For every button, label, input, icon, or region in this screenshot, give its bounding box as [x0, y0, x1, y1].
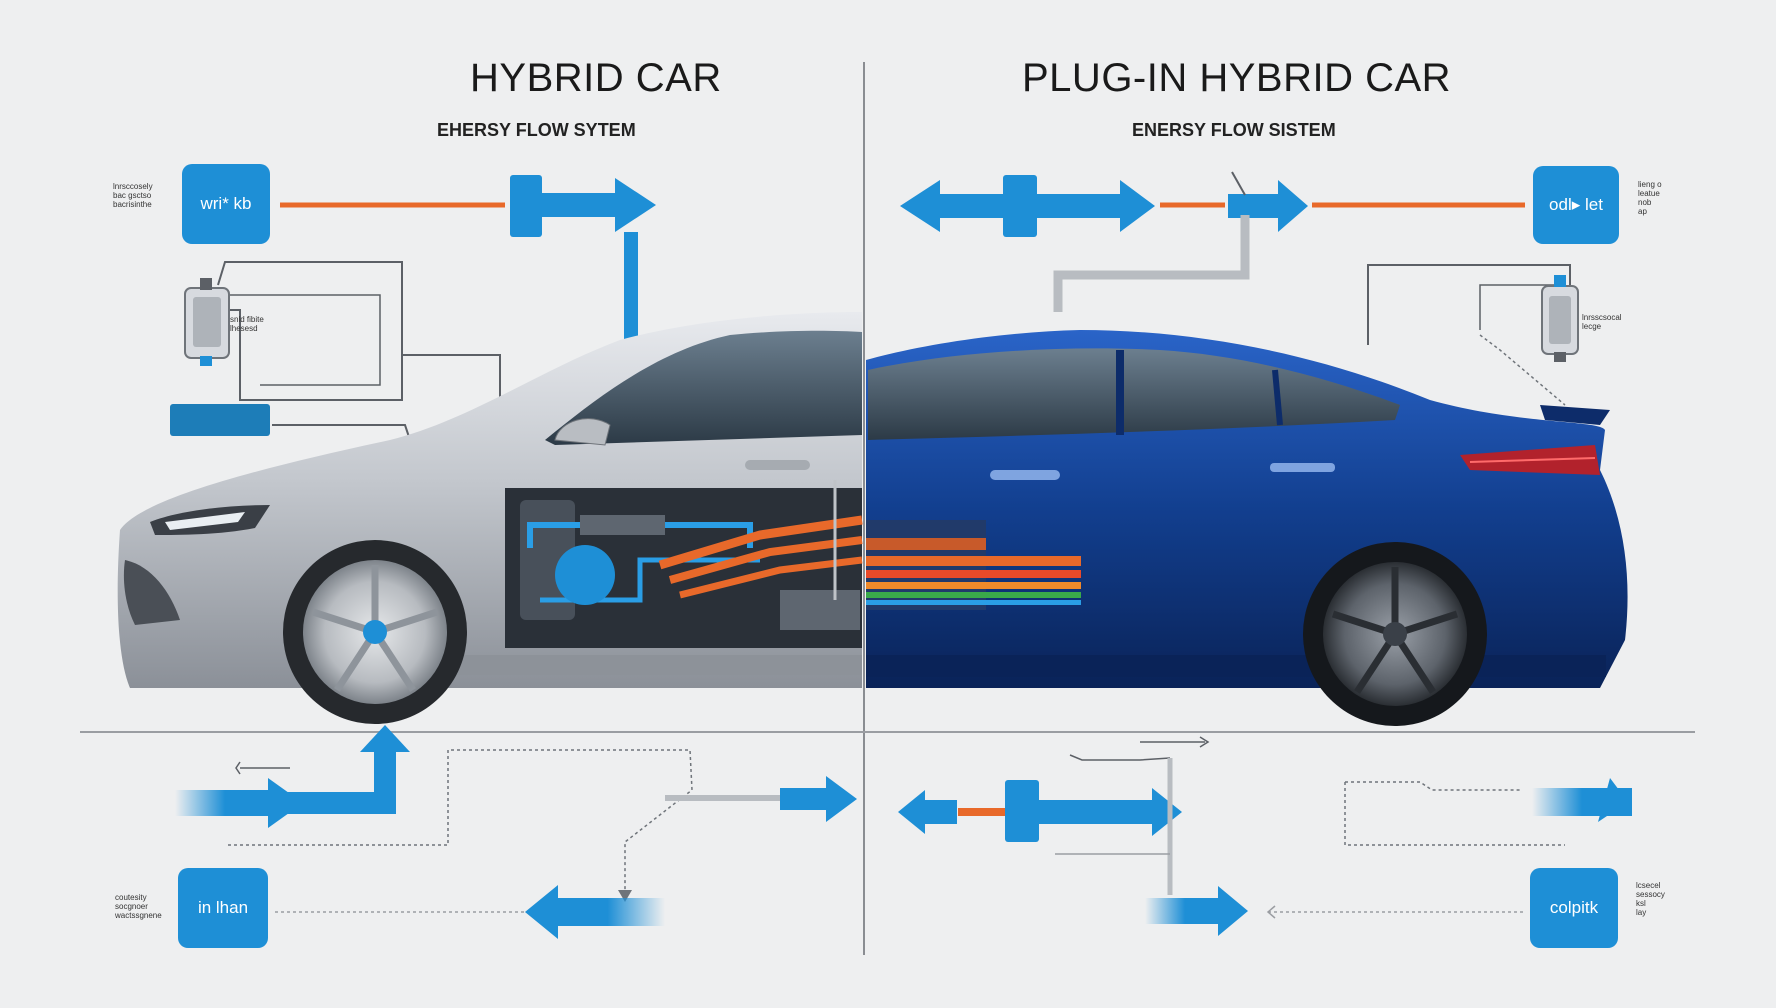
hybrid-subtitle: EHERSY FLOW SYTEM: [437, 120, 636, 140]
plugin-outlet-box: odl▸ let: [1533, 166, 1619, 244]
plugin-title: PLUG-IN HYBRID CAR: [1022, 56, 1452, 100]
plugin-top-note: lieng o leatue nob ap: [1638, 180, 1662, 216]
hybrid-top-note: lnrsccosely bac gsctso bacrisinthe: [113, 182, 153, 209]
hybrid-source-box: wri* kb: [182, 164, 270, 244]
hybrid-output-box: in lhan: [178, 868, 268, 948]
plugin-bottom-flows: [898, 736, 1632, 936]
hybrid-top-flows: [170, 175, 656, 441]
battery-module-icon: [1541, 275, 1579, 362]
hybrid-bottom-flows: [175, 725, 857, 939]
plugin-module-note: lnrsscsocal lecge: [1582, 313, 1622, 331]
plugin-car-illustration: [866, 330, 1628, 726]
battery-module-icon: [184, 278, 230, 366]
hybrid-title: HYBRID CAR: [470, 56, 722, 100]
plugin-bottom-note: lcsecel sessocy ksl lay: [1636, 881, 1665, 917]
plugin-subtitle: ENERSY FLOW SISTEM: [1132, 120, 1336, 140]
storage-bar: [170, 404, 270, 436]
plugin-top-flows: [900, 171, 1579, 406]
hybrid-module-note: snld fibite lhesesd: [230, 315, 264, 333]
hybrid-car-illustration: [117, 312, 863, 724]
hybrid-bottom-note: coutesity socgnoer wactssgnene: [115, 893, 162, 920]
plugin-output-box: colpitk: [1530, 868, 1618, 948]
